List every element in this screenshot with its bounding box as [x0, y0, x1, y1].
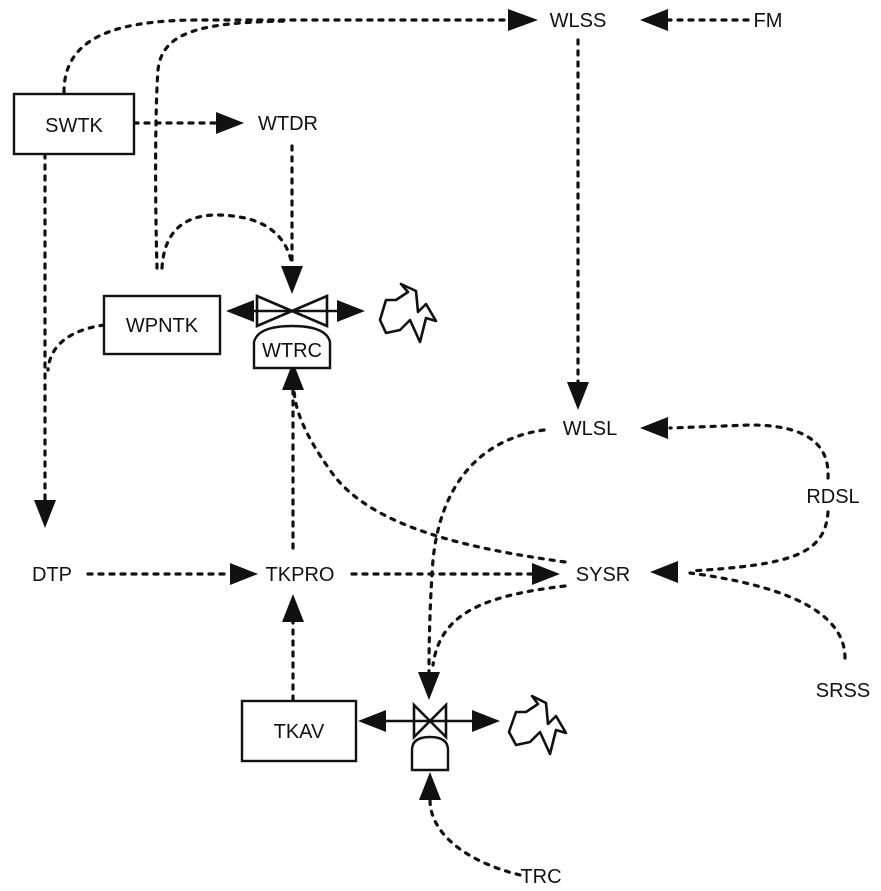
node-wlsl: WLSL	[563, 418, 617, 440]
arrowhead-to-valve-bottom	[419, 772, 441, 800]
node-wlss: WLSS	[550, 10, 607, 32]
arrowhead-wtrc-left	[226, 300, 254, 322]
edge-sysr-wtrc	[292, 388, 567, 564]
arrowhead-to-dtp	[34, 500, 56, 528]
edge-rdsl-sysr	[688, 510, 830, 573]
arrowhead-to-wtdr	[216, 112, 244, 134]
node-rdsl: RDSL	[806, 486, 859, 508]
box-swtk: SWTK	[12, 92, 136, 156]
arrowhead-to-wtrc-bottom	[282, 362, 304, 390]
edge-rdsl-wlsl	[668, 423, 830, 480]
wtrc-valve-assembly: WTRC	[226, 294, 365, 370]
edge-srss-sysr	[688, 571, 847, 660]
arrowhead-to-tkpro	[230, 563, 258, 585]
edge-sysr-valve	[431, 584, 567, 667]
arrowhead-rdsl-to-wlsl	[640, 417, 668, 439]
edge-wpntk-wlss	[154, 19, 292, 270]
arrowheads	[34, 9, 678, 800]
arrowhead-to-valve-top	[418, 672, 440, 700]
arrowhead-to-sysr	[532, 563, 560, 585]
box-label-tkav: TKAV	[274, 721, 325, 743]
arrowhead-wtrc-right	[337, 300, 365, 322]
node-labels: WLSS FM WTDR WLSL RDSL DTP TKPRO SYSR SR…	[32, 10, 870, 888]
edge-wlsl-valve	[427, 428, 546, 674]
connectors	[43, 18, 847, 877]
arrowhead-into-sysr-right	[650, 561, 678, 583]
box-wpntk: WPNTK	[102, 294, 222, 356]
box-label-swtk: SWTK	[45, 115, 103, 137]
node-dtp: DTP	[32, 564, 72, 586]
node-tkpro: TKPRO	[266, 564, 335, 586]
arrowhead-to-wlss	[508, 9, 538, 31]
goat-icon	[378, 282, 438, 344]
arrowhead-tkav-to-tkpro	[282, 594, 304, 622]
arrowhead-lower-right	[472, 710, 500, 732]
edge-trc-valve	[428, 798, 522, 877]
edge-wpntk-dtp	[46, 323, 106, 372]
valve-bowtie-lower	[412, 701, 448, 741]
edge-swtk-wlss	[62, 18, 510, 94]
node-fm: FM	[754, 10, 783, 32]
node-trc: TRC	[520, 866, 561, 888]
arrowhead-to-wlsl	[567, 382, 589, 410]
lower-valve-assembly	[358, 701, 500, 772]
valve-body-lower	[410, 735, 450, 772]
edge-wpntk-wtrc	[160, 213, 294, 270]
valve-body	[252, 324, 332, 370]
node-wtdr: WTDR	[258, 113, 318, 135]
node-sysr: SYSR	[576, 564, 630, 586]
box-label-wpntk: WPNTK	[126, 315, 199, 337]
valve-bowtie	[255, 294, 329, 328]
arrowhead-to-wtrc-top	[281, 266, 303, 294]
arrowhead-lower-left	[358, 710, 386, 732]
node-srss: SRSS	[816, 680, 870, 702]
goat-icon	[507, 694, 568, 756]
arrowhead-fm-to-wlss	[640, 9, 668, 31]
valve-label-wtrc: WTRC	[262, 340, 322, 362]
box-tkav: TKAV	[240, 699, 358, 763]
